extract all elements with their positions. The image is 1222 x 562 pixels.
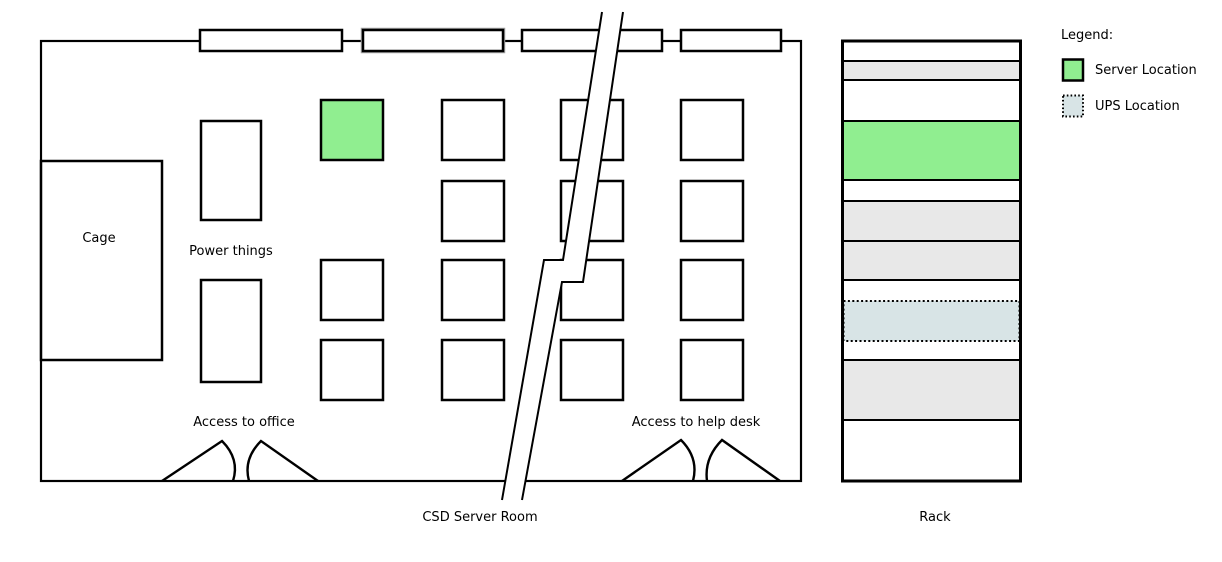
- rack-label: Rack: [919, 510, 951, 525]
- rack-diagram: Rack: [841, 39, 1022, 525]
- floor-square-r3-c1: [319, 258, 385, 322]
- door-helpdesk-right: [705, 438, 781, 482]
- legend: Legend: Server Location UPS Location: [1061, 28, 1197, 130]
- power-unit-bottom: [199, 278, 263, 384]
- legend-item-ups-label: UPS Location: [1095, 99, 1180, 114]
- floor-square-r1-c4: [679, 98, 745, 162]
- helpdesk-access-label: Access to help desk: [632, 415, 761, 430]
- ups-location-swatch: [1062, 94, 1084, 118]
- legend-item-server: Server Location: [1061, 58, 1197, 83]
- server-location-swatch: [1061, 58, 1085, 82]
- rack-slot-1-empty: [841, 40, 1022, 62]
- floor-square-r3-c4: [679, 258, 745, 322]
- rack-outline: [841, 39, 1022, 483]
- top-vent-3: [520, 28, 664, 53]
- floor-square-r4-c2: [440, 338, 506, 402]
- door-office-right: [246, 439, 319, 482]
- floor-square-r4-c4: [679, 338, 745, 402]
- rack-slot-2-occupied: [841, 60, 1022, 81]
- cage-room: [39, 159, 164, 362]
- rack-ups-slot: [842, 300, 1021, 342]
- power-unit-top: [199, 119, 263, 222]
- floor-square-r3-c2: [440, 258, 506, 322]
- floor-square-r2-c2: [440, 179, 506, 243]
- server-location-square: [319, 98, 385, 162]
- top-vent-1: [198, 28, 344, 53]
- top-vent-4: [679, 28, 783, 53]
- door-office-left: [161, 439, 237, 482]
- top-vent-2: [361, 28, 505, 53]
- floor-square-r1-c2: [440, 98, 506, 162]
- room-title: CSD Server Room: [422, 510, 537, 525]
- rack-slot-10-empty: [841, 419, 1022, 482]
- rack-slot-7-occupied: [841, 240, 1022, 281]
- rack-slot-4-server: [841, 120, 1022, 181]
- legend-item-ups: UPS Location: [1061, 94, 1197, 119]
- door-helpdesk-left: [621, 438, 696, 482]
- rack-slot-5-empty: [841, 179, 1022, 202]
- ups-location-swatch-svg: [1062, 94, 1084, 118]
- cage-label: Cage: [82, 231, 115, 246]
- server-location-swatch-svg: [1061, 58, 1085, 82]
- rack-slot-3-empty: [841, 79, 1022, 122]
- rack-slot-9-occupied: [841, 359, 1022, 421]
- room-outline: [39, 39, 803, 483]
- office-access-label: Access to office: [193, 415, 295, 430]
- power-things-label: Power things: [189, 244, 273, 259]
- floor-square-r4-c3: [559, 338, 625, 402]
- floor-square-r4-c1: [319, 338, 385, 402]
- floor-square-r2-c4: [679, 179, 745, 243]
- walkway-fill: [502, 12, 623, 500]
- walkway-lines: [501, 11, 624, 501]
- legend-item-server-label: Server Location: [1095, 63, 1197, 78]
- legend-title: Legend:: [1061, 28, 1114, 43]
- floor-plan: Cage Power things: [39, 11, 803, 525]
- rack-slot-6-occupied: [841, 200, 1022, 242]
